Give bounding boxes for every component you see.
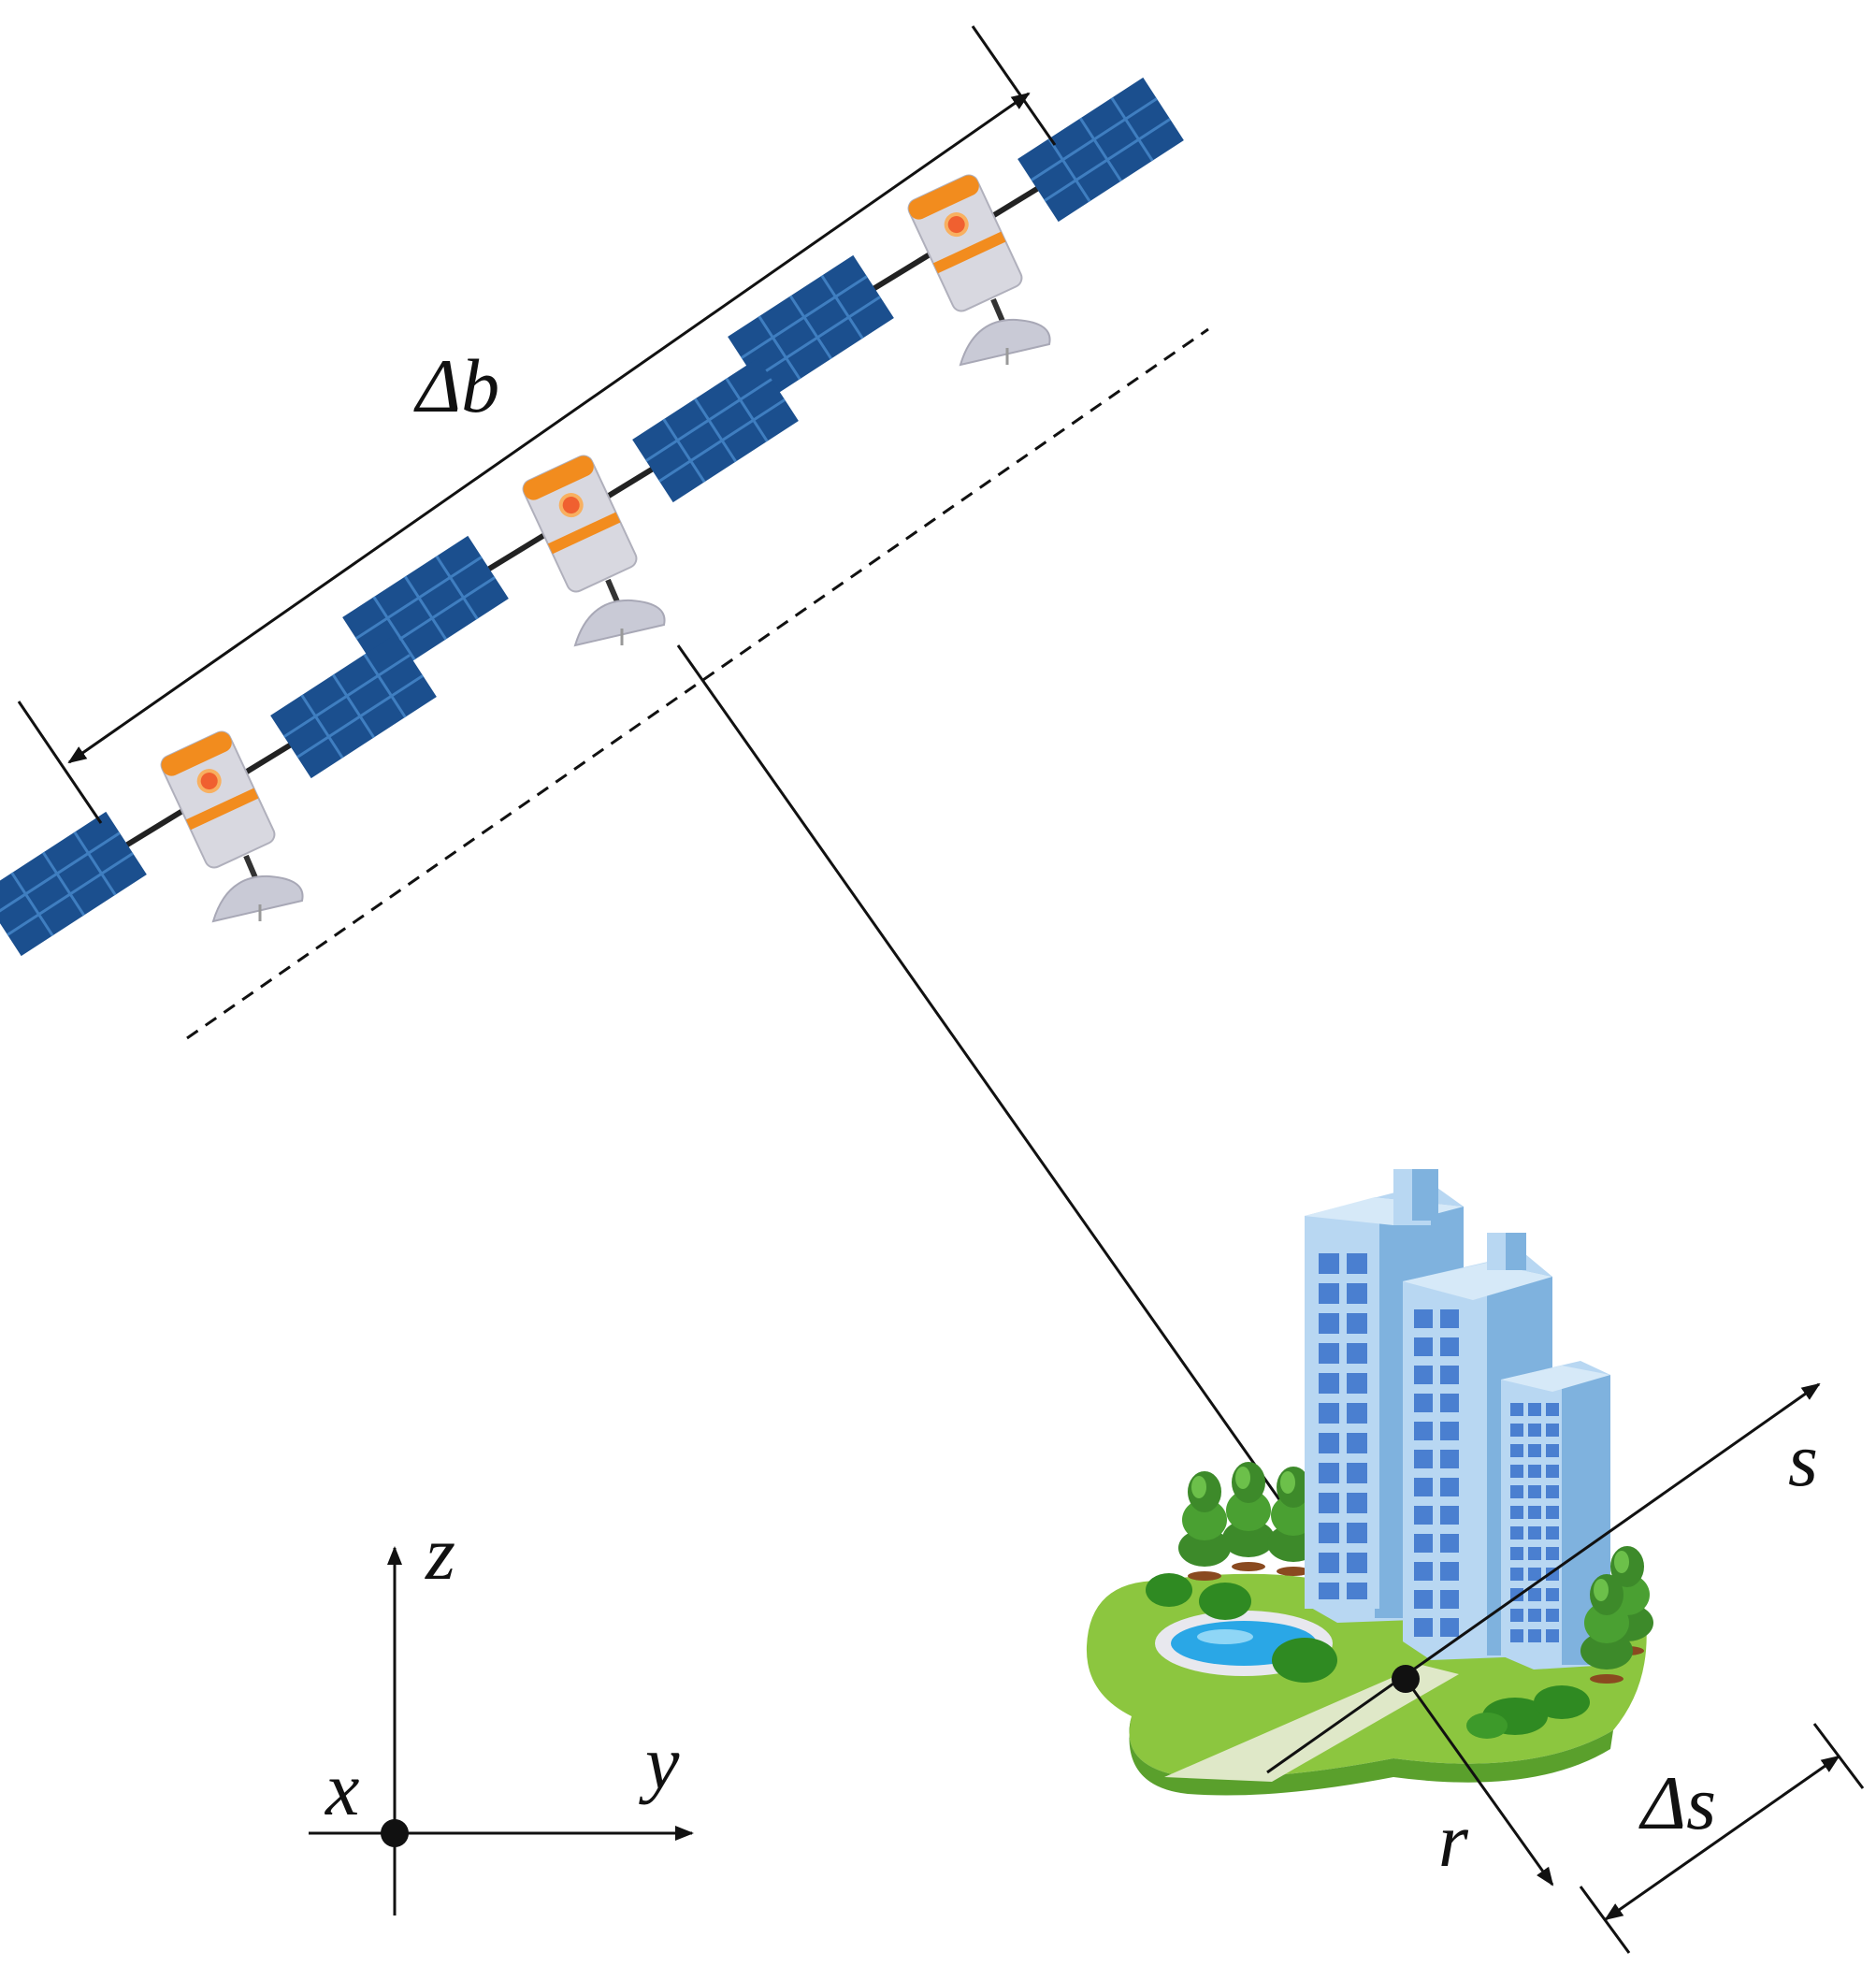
s-axis-label: s bbox=[1788, 1417, 1818, 1502]
baseline-tick-right bbox=[971, 25, 1057, 146]
r-axis-label: r bbox=[1438, 1798, 1469, 1883]
satellite-icon bbox=[342, 358, 799, 680]
y-axis-label: y bbox=[639, 1720, 680, 1805]
target-point bbox=[1392, 1665, 1420, 1693]
baseline-arrow bbox=[67, 92, 1031, 764]
origin-point bbox=[381, 1819, 409, 1847]
delta-s-tick-bottom bbox=[1579, 1886, 1631, 1954]
satellite-icon bbox=[728, 78, 1184, 399]
city-buildings-icon bbox=[1086, 1169, 1653, 1796]
s-axis bbox=[1266, 1382, 1821, 1774]
delta-b-label: Δb bbox=[413, 343, 499, 428]
x-axis-label: x bbox=[325, 1746, 359, 1831]
r-axis-arrow bbox=[1404, 1678, 1554, 1886]
delta-s-label: Δs bbox=[1638, 1760, 1716, 1845]
delta-s-tick-top bbox=[1812, 1723, 1865, 1789]
z-axis-label: z bbox=[425, 1511, 455, 1596]
delta-s-arrow bbox=[1604, 1755, 1840, 1921]
baseline-tick-left bbox=[17, 701, 103, 824]
orbit-dashed-line bbox=[186, 327, 1209, 1040]
satellite-icon bbox=[0, 634, 437, 956]
